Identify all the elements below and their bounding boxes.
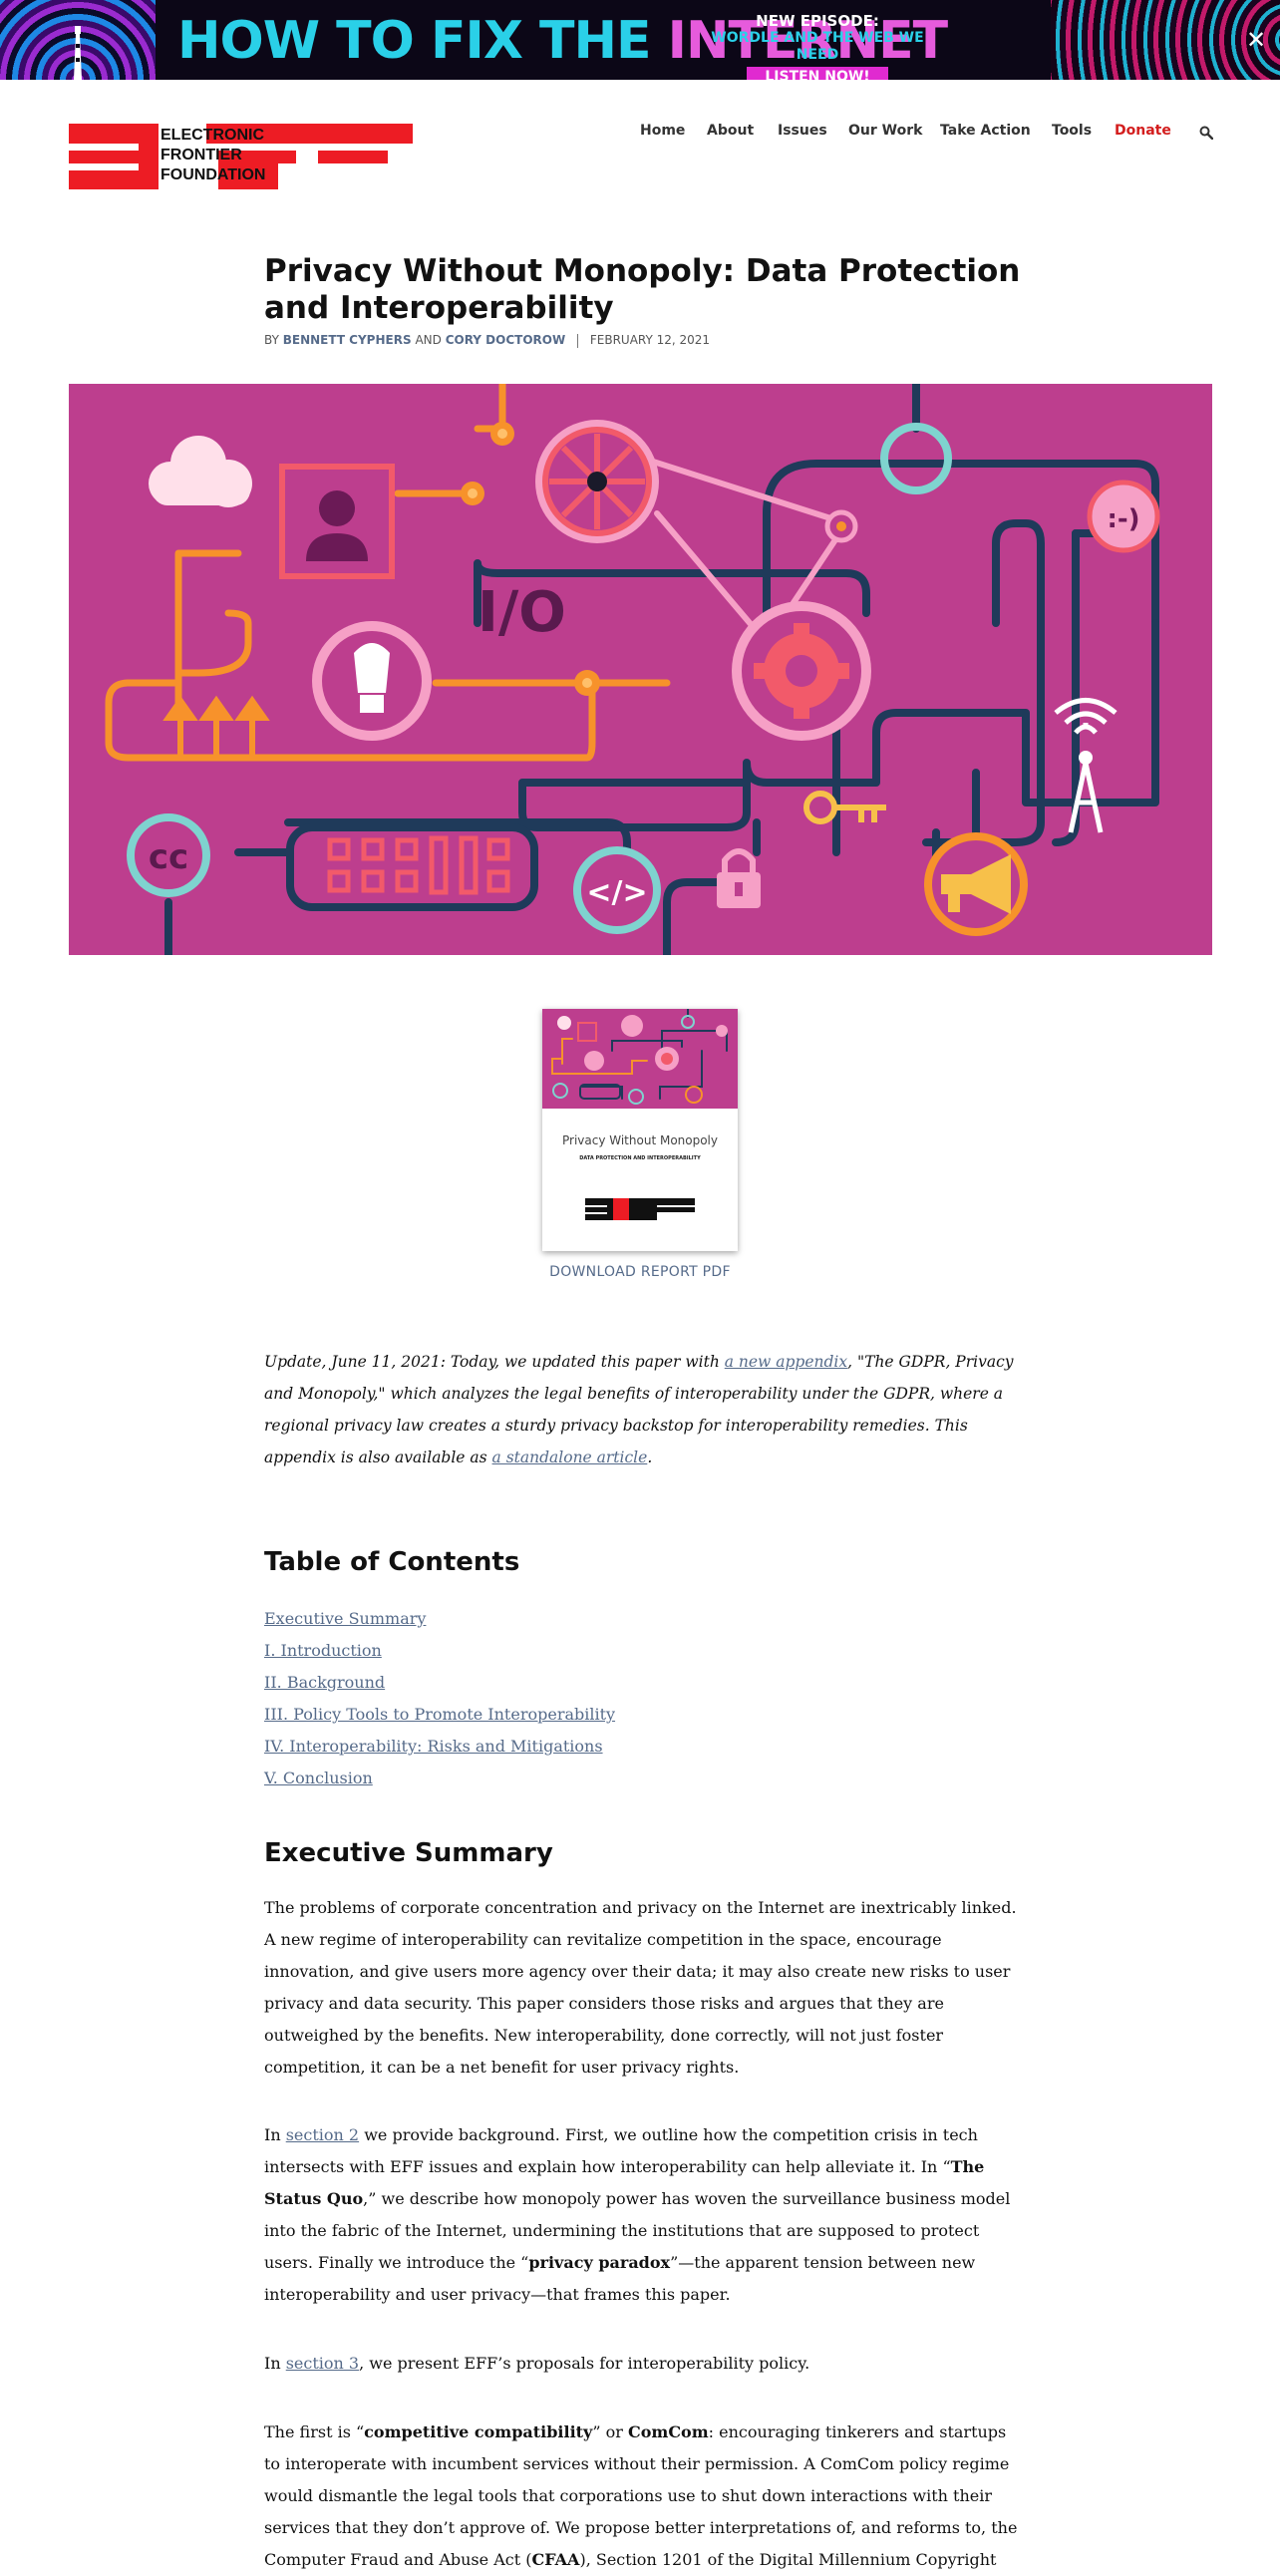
nav-donate[interactable]: Donate — [1115, 123, 1171, 139]
nav-take-action[interactable]: Take Action — [940, 123, 1031, 139]
logo-line-1: ELECTRONIC — [160, 127, 264, 144]
update-text-3: . — [647, 1449, 653, 1466]
report-cover-thumbnail — [542, 1009, 738, 1109]
nav-tools[interactable]: Tools — [1052, 123, 1093, 139]
report-title: Privacy Without Monopoly — [561, 1133, 718, 1147]
hero-io-label: I/O — [478, 580, 566, 645]
toc-link-conclusion[interactable]: V. Conclusion — [264, 1769, 373, 1787]
paragraph-4: The first is “competitive compatibility”… — [264, 2416, 1022, 2576]
new-appendix-link[interactable]: a new appendix — [724, 1353, 848, 1371]
update-text-2: , "The GDPR, Privacy and Monopoly," whic… — [264, 1353, 1014, 1466]
p2-text-c: ,” we describe how monopoly power has wo… — [264, 2189, 1011, 2272]
nav-our-work[interactable]: Our Work — [848, 123, 923, 139]
toc-link-policy-tools[interactable]: III. Policy Tools to Promote Interoperab… — [264, 1705, 616, 1724]
page-title: Privacy Without Monopoly: Data Protectio… — [264, 253, 1021, 326]
eff-logo[interactable]: ELECTRONIC FRONTIER FOUNDATION — [69, 124, 413, 189]
standalone-article-link[interactable]: a standalone article — [491, 1449, 648, 1466]
report-subtitle: DATA PROTECTION AND INTEROPERABILITY — [579, 1155, 701, 1161]
p4-competitive-compatibility: competitive compatibility — [364, 2422, 593, 2441]
p4-text-a: The first is “ — [264, 2422, 365, 2441]
publish-date: FEBRUARY 12, 2021 — [589, 333, 711, 347]
update-text-1: Update, June 11, 2021: Today, we updated… — [264, 1353, 725, 1371]
p4-text-c: : encouraging tinkerers and startups to … — [264, 2422, 1018, 2569]
hero-graphic: :-) I/O — [105, 384, 1160, 955]
close-icon[interactable]: ✕ — [1245, 26, 1267, 54]
p2-text-d: ”—the apparent tension between new inter… — [264, 2253, 976, 2304]
hero-cc-label: cc — [149, 837, 188, 877]
toc-link-introduction[interactable]: I. Introduction — [264, 1641, 382, 1660]
report-cover[interactable]: Privacy Without Monopoly DATA PROTECTION… — [542, 1009, 738, 1251]
toc-link-risks[interactable]: IV. Interoperability: Risks and Mitigati… — [264, 1737, 603, 1756]
byline-divider — [577, 333, 579, 348]
toc-heading: Table of Contents — [264, 1547, 520, 1577]
section-2-link[interactable]: section 2 — [285, 2125, 360, 2144]
byline-by: BY — [264, 333, 279, 347]
byline: BY BENNETT CYPHERS AND CORY DOCTOROW FEB… — [264, 333, 710, 348]
p4-text-b: ” or — [592, 2422, 628, 2441]
p2-privacy-paradox: privacy paradox — [528, 2253, 671, 2272]
author-link-2[interactable]: CORY DOCTOROW — [445, 333, 566, 347]
banner-graphic-right — [1051, 0, 1280, 80]
toc-link-executive-summary[interactable]: Executive Summary — [264, 1609, 427, 1628]
paragraph-1: The problems of corporate concentration … — [264, 1898, 1017, 2077]
banner-episode: NEW EPISODE: WORDLE AND THE WEB WE NEED … — [688, 12, 947, 80]
byline-and: AND — [415, 333, 442, 347]
banner-episode-title: WORDLE AND THE WEB WE NEED — [711, 30, 924, 63]
p2-text-a: In — [264, 2125, 286, 2144]
p4-comcom: ComCom — [627, 2422, 709, 2441]
lighthouse-icon — [74, 26, 82, 80]
download-report-link[interactable]: DOWNLOAD REPORT PDF — [549, 1264, 731, 1280]
nav-issues[interactable]: Issues — [778, 123, 827, 139]
p2-status-quo: The Status Quo — [264, 2157, 985, 2208]
banner-title-part1: HOW TO FIX THE — [177, 11, 668, 71]
p2-text-b: we provide background. First, we outline… — [264, 2125, 978, 2176]
table-of-contents: Executive Summary I. Introduction II. Ba… — [264, 1603, 615, 1794]
nav-home[interactable]: Home — [640, 123, 686, 139]
section-3-link[interactable]: section 3 — [285, 2354, 360, 2373]
banner-title: HOW TO FIX THE INTERNET — [177, 6, 948, 76]
p3-text-b: , we present EFF’s proposals for interop… — [359, 2354, 810, 2373]
logo-line-3: FOUNDATION — [160, 166, 265, 183]
paragraph-3: In section 3, we present EFF’s proposals… — [264, 2348, 1022, 2380]
author-link-1[interactable]: BENNETT CYPHERS — [282, 333, 412, 347]
promo-banner[interactable]: HOW TO FIX THE INTERNET NEW EPISODE: WOR… — [0, 0, 1280, 80]
banner-title-part2: INTERNET — [667, 11, 948, 71]
search-icon[interactable] — [1199, 126, 1213, 140]
nav-about[interactable]: About — [707, 123, 755, 139]
report-eff-logo — [585, 1198, 695, 1220]
hero-face-text: :-) — [1107, 504, 1139, 534]
listen-now-button[interactable]: LISTEN NOW! — [747, 67, 888, 80]
toc-link-background[interactable]: II. Background — [264, 1673, 386, 1692]
report-cover-graphic — [551, 1009, 728, 1105]
logo-line-2: FRONTIER — [160, 147, 242, 163]
paragraph-2: In section 2 we provide background. Firs… — [264, 2119, 1022, 2311]
p3-text-a: In — [264, 2354, 286, 2373]
banner-episode-label: NEW EPISODE: — [756, 12, 879, 30]
update-note: Update, June 11, 2021: Today, we updated… — [264, 1346, 1014, 1473]
hero-illustration: :-) I/O — [69, 384, 1212, 955]
executive-summary-heading: Executive Summary — [264, 1838, 553, 1868]
hero-code-label: </> — [586, 875, 647, 910]
